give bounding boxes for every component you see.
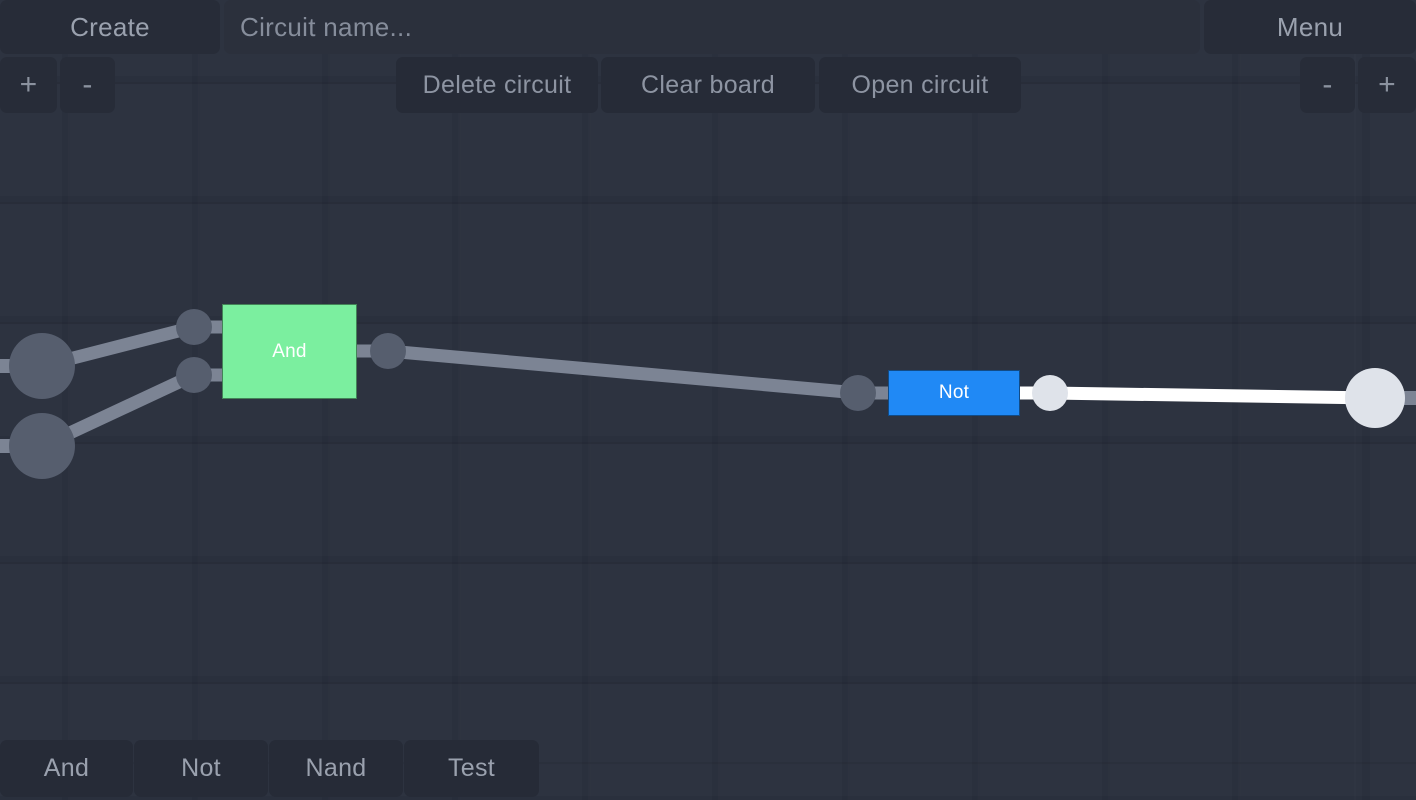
palette-item-label: And	[43, 754, 90, 782]
circuit-name-input[interactable]: Circuit name...	[224, 0, 1200, 54]
minus-icon: -	[1322, 68, 1333, 101]
wire-and-to-not[interactable]	[387, 344, 859, 400]
and-input-pin-1[interactable]	[176, 309, 212, 345]
gate-label: And	[272, 340, 307, 362]
not-output-pin[interactable]	[1032, 375, 1068, 411]
input-node-b[interactable]	[9, 413, 75, 479]
output-node[interactable]	[1345, 368, 1405, 428]
open-circuit-button[interactable]: Open circuit	[819, 57, 1021, 113]
plus-icon: +	[1378, 68, 1396, 101]
zoom-in-button[interactable]: +	[0, 57, 57, 113]
minus-icon: -	[82, 68, 93, 101]
palette-item-label: Test	[447, 754, 496, 782]
not-input-pin[interactable]	[840, 375, 876, 411]
palette-item-and[interactable]: And	[0, 740, 133, 797]
palette-item-not[interactable]: Not	[134, 740, 268, 797]
palette-item-label: Nand	[305, 754, 367, 782]
pan-in-button[interactable]: +	[1358, 57, 1416, 113]
palette-item-label: Not	[181, 754, 221, 782]
and-input-pin-2[interactable]	[176, 357, 212, 393]
create-button[interactable]: Create	[0, 0, 220, 54]
gate-label: Not	[938, 382, 970, 403]
zoom-out-button[interactable]: -	[60, 57, 115, 113]
gate-not[interactable]: Not	[888, 370, 1020, 416]
pan-out-button[interactable]: -	[1300, 57, 1355, 113]
palette-item-nand[interactable]: Nand	[269, 740, 403, 797]
gate-and[interactable]: And	[222, 304, 357, 399]
menu-button[interactable]: Menu	[1204, 0, 1416, 54]
plus-icon: +	[19, 68, 38, 101]
wire-not-to-output[interactable]	[1049, 386, 1376, 405]
input-node-a[interactable]	[9, 333, 75, 399]
and-output-pin[interactable]	[370, 333, 406, 369]
palette-item-test[interactable]: Test	[404, 740, 539, 797]
delete-circuit-button[interactable]: Delete circuit	[396, 57, 598, 113]
clear-board-button[interactable]: Clear board	[601, 57, 815, 113]
